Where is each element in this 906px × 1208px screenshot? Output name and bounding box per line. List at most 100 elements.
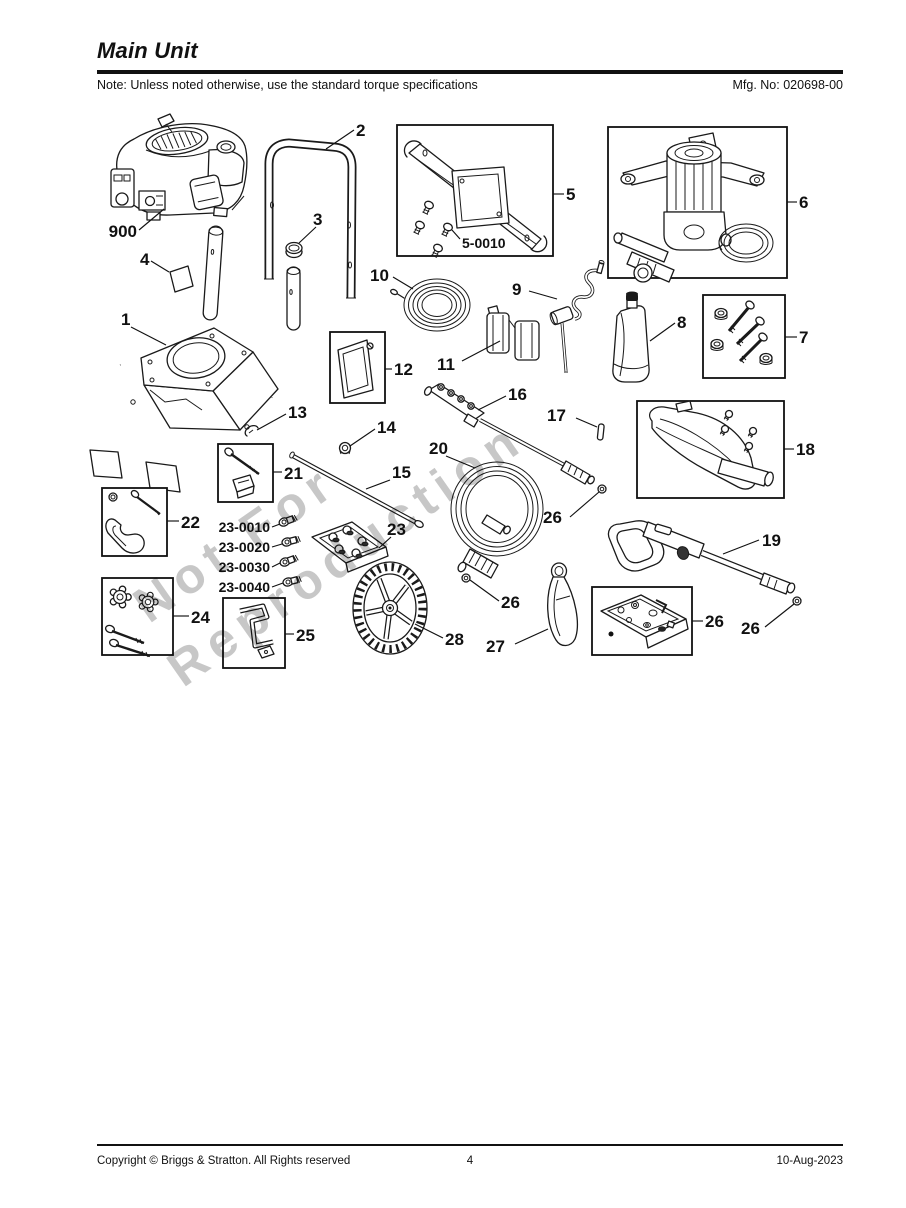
copyright-text: Copyright © Briggs & Stratton. All Right… [97,1155,351,1167]
o-ring-hose [461,573,471,583]
callout-label-11: 11 [437,355,455,374]
part-bracket-kit-box [396,124,554,258]
callout-20: 20 [429,439,476,469]
callout-26-wand: 26 [543,491,600,527]
callout-label-23-0010: 23-0010 [219,519,271,535]
callout-4: 4 [140,250,170,273]
callout-label-5-0010: 5-0010 [462,235,506,251]
part-bolt-clip-box [217,443,274,503]
callout-label-15: 15 [392,463,411,482]
footer-rule [97,1144,843,1146]
part-bolt-kit-box [702,294,786,379]
callout-label-6: 6 [799,193,808,212]
callout-label-8: 8 [677,313,686,332]
callout-label-2: 2 [356,121,365,140]
cover-screws [719,409,758,454]
part-gun-holder-clip [486,305,540,361]
page-footer: Copyright © Briggs & Stratton. All Right… [97,1144,843,1167]
callout-5: 5 [553,185,575,204]
callout-6: 6 [787,193,808,212]
callout-label-900: 900 [109,222,137,241]
callout-25: 25 [285,626,315,645]
part-label-sticker [169,265,194,293]
callout-23-0040: 23-0040 [219,579,284,595]
callout-label-22: 22 [181,513,200,532]
part-axle-rod-15 [289,451,424,529]
callout-2: 2 [325,121,365,150]
part-nozzle-tray [311,521,389,573]
part-panel-box [329,331,386,404]
page-title: Main Unit [97,38,198,63]
callout-label-16: 16 [508,385,527,404]
callout-label-23-0020: 23-0020 [219,539,271,555]
callout-21: 21 [273,464,303,483]
part-clip-13 [244,424,259,437]
header-rule [97,70,843,74]
callout-label-12: 12 [394,360,413,379]
callout-label-20: 20 [429,439,448,458]
callout-27: 27 [486,628,549,656]
o-ring-wand [597,484,607,494]
callout-9: 9 [512,280,558,300]
part-wheel [352,561,428,655]
flange-nuts [710,307,773,365]
part-cap [285,241,303,259]
part-siphon-tube [549,260,605,373]
callout-label-28: 28 [445,630,464,649]
part-nut-14 [338,441,352,455]
part-cover-kit-box [636,400,785,499]
callout-label-26: 26 [705,612,724,631]
part-handle [264,138,357,299]
mfg-number: Mfg. No: 020698-00 [732,78,844,92]
o-ring-gun [792,596,802,606]
part-nozzles [277,513,303,588]
callout-10: 10 [370,266,414,290]
callout-label-27: 27 [486,637,505,656]
callout-23: 23 [378,520,406,549]
callout-26-gun: 26 [741,603,795,638]
callout-label-23-0030: 23-0030 [219,559,271,575]
callout-label-13: 13 [288,403,307,422]
callout-24: 24 [173,608,210,627]
callout-label-23-0040: 23-0040 [219,579,271,595]
part-handle-lower-tubes [202,225,301,331]
callout-label-14: 14 [377,418,396,437]
callout-15: 15 [365,463,411,490]
callout-3: 3 [298,210,322,244]
callout-label-24: 24 [191,608,210,627]
part-detergent-bottle [612,291,650,383]
callout-label-25: 25 [296,626,315,645]
callout-label-7: 7 [799,328,808,347]
bracket-bolts [413,200,453,258]
callout-16: 16 [477,385,527,411]
part-knob-kit-box [101,577,174,658]
callout-label-5: 5 [566,185,575,204]
callout-7: 7 [785,328,808,347]
callout-23-0030: 23-0030 [219,559,281,575]
callout-26-kit: 26 [692,612,724,631]
callout-label-9: 9 [512,280,521,299]
callout-label-26: 26 [501,593,520,612]
part-spray-gun [607,520,802,606]
callout-label-17: 17 [547,406,566,425]
callout-19: 19 [722,531,781,555]
date-text: 10-Aug-2023 [776,1155,844,1167]
part-oring-kit-box [591,586,693,656]
callout-label-18: 18 [796,440,815,459]
callout-26-hose: 26 [469,579,520,612]
callout-28: 28 [414,623,464,649]
callout-label-1: 1 [121,310,130,329]
callout-8: 8 [649,313,686,342]
callout-22: 22 [167,513,200,532]
page-header: Main Unit Note: Unless noted otherwise, … [97,38,843,92]
page-number: 4 [466,1155,474,1167]
callout-label-4: 4 [140,250,150,269]
callout-17: 17 [547,406,598,428]
callout-11: 11 [437,340,501,374]
part-engine [110,113,248,221]
callout-12: 12 [385,360,413,379]
callout-18: 18 [784,440,815,459]
callout-1: 1 [121,310,167,346]
